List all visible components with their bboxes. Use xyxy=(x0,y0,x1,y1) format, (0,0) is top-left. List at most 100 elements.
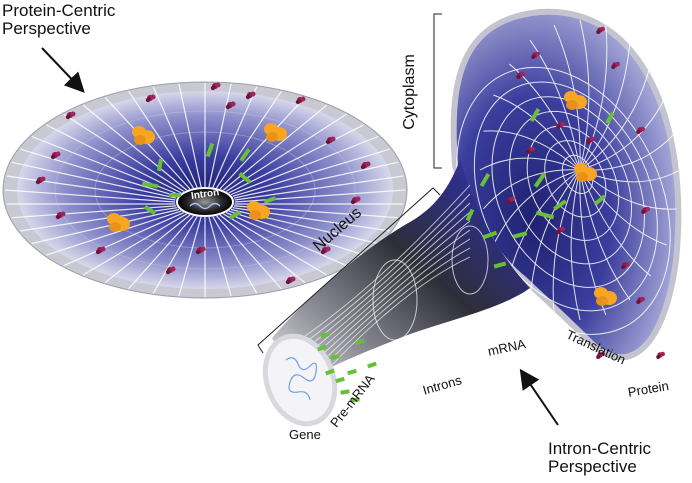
protein-blob-icon xyxy=(641,206,650,214)
intron-segment-icon xyxy=(325,368,335,376)
bell-meridian xyxy=(579,169,667,246)
gene-opening xyxy=(262,333,338,427)
disk-spoke xyxy=(20,148,178,197)
protein-centric-label-line1: Protein-Centric xyxy=(2,1,116,20)
bell-meridian xyxy=(508,63,581,171)
intron-segment-icon xyxy=(553,199,567,211)
disk-spoke xyxy=(212,216,258,294)
bell-meridian xyxy=(529,169,581,300)
intron-segment-icon xyxy=(535,210,555,220)
disk-spoke xyxy=(208,83,232,188)
bell-meridian xyxy=(579,94,668,171)
ribosome-icon xyxy=(574,163,597,182)
intron-segment-icon xyxy=(350,397,360,403)
intron-segment-icon xyxy=(238,171,252,185)
protein-blob-icon xyxy=(320,246,331,255)
bell-ring xyxy=(473,81,658,312)
bell-meridian xyxy=(508,169,581,277)
intron-segment-icon xyxy=(143,204,157,216)
bell-meridian xyxy=(579,63,652,171)
ribosome-icon xyxy=(264,123,287,142)
disk-spoke xyxy=(178,83,202,188)
tube-line xyxy=(284,184,471,351)
disk-spoke xyxy=(152,86,198,188)
protein-blob-icon xyxy=(621,261,630,269)
protein-blob-icon xyxy=(95,246,106,255)
bell-meridian xyxy=(493,94,581,171)
cytoplasm-label: Cytoplasm xyxy=(400,54,418,130)
disk-spoke xyxy=(230,135,379,196)
disk-spoke xyxy=(82,213,188,276)
bell-meridian xyxy=(579,169,652,277)
disk-spoke xyxy=(31,208,180,245)
disk-spoke xyxy=(233,161,399,199)
protein-blob-icon xyxy=(556,226,565,234)
bell-meridian xyxy=(579,25,608,171)
disk-spoke xyxy=(178,216,202,297)
protein-blob-icon xyxy=(506,196,515,204)
intron-segment-icon xyxy=(330,353,340,361)
cytoplasm-bracket xyxy=(433,13,442,169)
protein-centric-label: Protein-Centric Perspective xyxy=(2,2,115,38)
protein-blob-icon xyxy=(245,91,256,100)
protein-blob-icon xyxy=(526,146,535,154)
intron-segment-icon xyxy=(320,331,330,339)
intron-segment-icon xyxy=(512,231,528,239)
intron-segment-icon xyxy=(479,172,491,188)
arrow-icon xyxy=(519,368,559,426)
ribosome-icon xyxy=(564,91,587,110)
intron-segment-icon xyxy=(367,361,377,369)
bell-meridian xyxy=(570,169,581,321)
disk-spoke xyxy=(104,214,191,284)
protein-blob-icon xyxy=(65,111,76,120)
intron-segment-icon xyxy=(493,261,507,269)
protein-blob-icon xyxy=(145,94,156,103)
protein-blob-icon xyxy=(556,121,565,129)
intron-segment-icon xyxy=(169,193,181,197)
intron-segment-icon xyxy=(605,111,615,125)
protein-blob-icon xyxy=(636,296,645,304)
intron-segment-icon xyxy=(228,210,242,220)
disk-spoke xyxy=(216,215,282,290)
bell-meridian xyxy=(579,40,631,171)
disk-spoke xyxy=(234,189,406,203)
intron-segment-icon xyxy=(347,368,357,376)
intron-segment-icon xyxy=(340,389,350,395)
disk-spoke xyxy=(225,212,347,267)
disk-spoke xyxy=(222,213,328,276)
protein-blob-icon xyxy=(596,26,605,34)
protein-blob-icon xyxy=(636,126,645,134)
protein-blob-icon xyxy=(531,51,540,59)
bell-ring xyxy=(526,125,620,241)
protein-blob-icon xyxy=(55,211,66,220)
intron-centric-label-line2: Perspective xyxy=(548,457,637,476)
protein-blob-icon xyxy=(360,161,371,170)
protein-centric-label-line2: Perspective xyxy=(2,19,91,38)
disk-spoke xyxy=(216,90,282,189)
protein-blob-icon xyxy=(516,71,525,79)
intron-centric-label-line1: Intron-Centric xyxy=(548,439,651,458)
intron-segment-icon xyxy=(335,376,345,384)
ribosome-icon xyxy=(132,126,155,145)
disk-spoke xyxy=(232,148,390,197)
arrow-icon xyxy=(41,47,85,93)
protein-blob-icon xyxy=(350,196,361,205)
intron-hole xyxy=(176,187,234,217)
funnel-bell xyxy=(450,8,682,361)
disk-spoke xyxy=(219,214,306,284)
tube-ring-introns xyxy=(372,259,418,341)
dna-coil-icon xyxy=(189,202,221,210)
intron-centric-label: Intron-Centric Perspective xyxy=(548,440,651,476)
disk-spoke xyxy=(212,86,258,188)
intron-centric-funnel xyxy=(262,8,682,427)
intron-segment-icon xyxy=(317,344,327,352)
disk-spoke xyxy=(152,216,198,294)
bell-meridian xyxy=(483,169,581,210)
protein-blob-icon xyxy=(50,151,61,160)
disk-spoke xyxy=(234,175,404,201)
molecule-layer xyxy=(35,26,665,403)
disk-spoke xyxy=(63,212,185,267)
tube-line xyxy=(287,193,471,356)
disk-spoke xyxy=(46,210,182,256)
